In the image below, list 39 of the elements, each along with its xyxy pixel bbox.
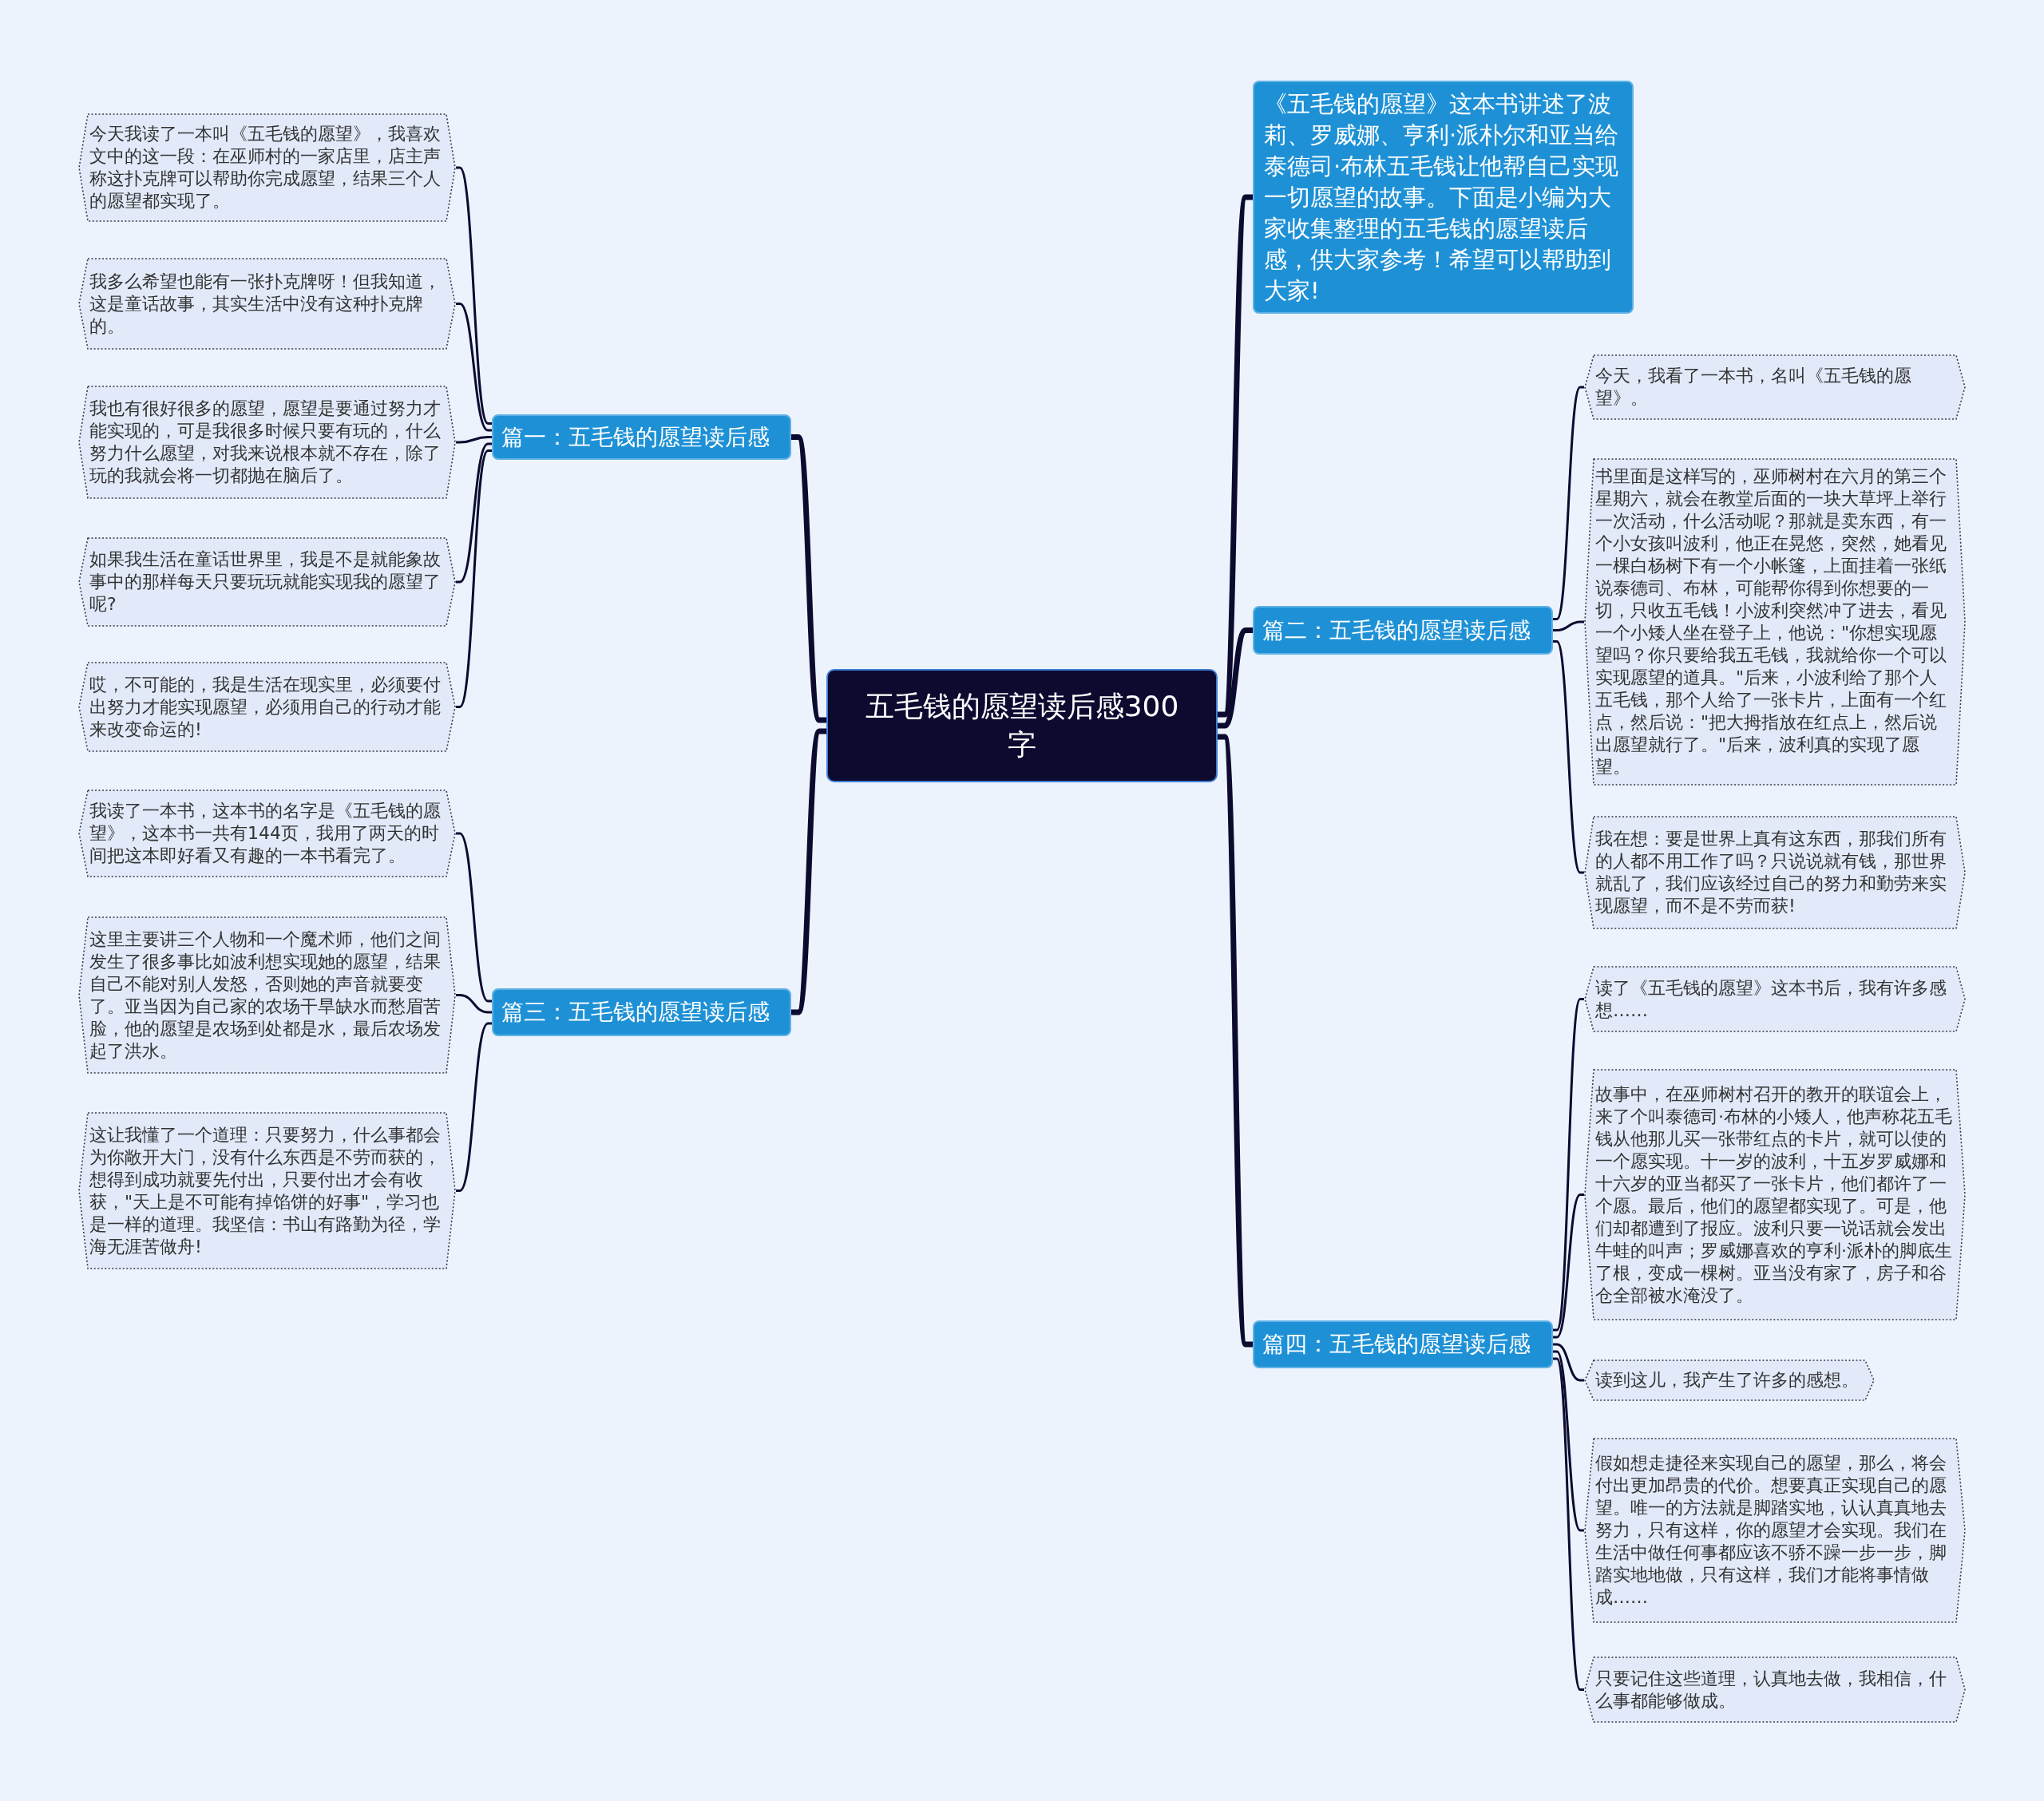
note-box: 如果我生活在童话世界里，我是不是就能象故事中的那样每天只要玩玩就能实现我的愿望了呢? [78,537,456,627]
connector-line [1553,640,1584,874]
connector-line [456,303,492,432]
summary-box: 《五毛钱的愿望》这本书讲述了波莉、罗威娜、亨利·派朴尔和亚当给泰德司·布林五毛钱让他帮自己实现一切愿望的故事。下面是小编为大家收集整理的五毛钱的愿望读后感，供大家参考！希望可以帮助到大家! [1253,81,1634,314]
topic-box: 篇四：五毛钱的愿望读后感 [1253,1320,1553,1368]
note-box: 哎，不可能的，我是生活在现实里，必须要付出努力才能实现愿望，必须用自己的行动才能来改变命运的! [78,662,456,752]
topic-box: 篇三：五毛钱的愿望读后感 [492,988,791,1036]
note-box: 我多么希望也能有一张扑克牌呀！但我知道，这是童话故事，其实生活中没有这种扑克牌的。 [78,258,456,350]
connector-line [1553,620,1584,631]
connector-line [1553,1357,1584,1691]
connector-line [1553,1193,1584,1339]
connector-line [456,436,492,444]
connector-line [1553,1350,1584,1532]
connector-line [456,1022,492,1192]
note-box: 故事中，在巫师树村召开的教开的联谊会上，来了个叫泰德司·布林的小矮人，他声称花五毛钱从他那儿买一张带红点的卡片，就可以使的一个愿实现。十一岁的波利，十五岁罗威娜和十六岁的亚当都买了一张卡片，他们都许了一个愿。最后，他们的愿望都实现了。可是，他们却都遭到了报应。波利只要一说话就会发出牛蛙的叫声；罗威娜喜欢的亨利·派朴的脚底生了根，变成一棵树。亚当没有家了，房子和谷仓全部被水淹没了。 [1584,1069,1966,1320]
note-box: 我也有很好很多的愿望，愿望是要通过努力才能实现的，可是我很多时候只要有玩的，什么努力什么愿望，对我来说根本就不存在，除了玩的我就会将一切都抛在脑后了。 [78,386,456,499]
note-box: 这里主要讲三个人物和一个魔术师，他们之间发生了很多事比如波利想实现她的愿望，结果自己不能对别人发怒，否则她的声音就要变了。亚当因为自己家的农场干旱缺水而愁眉苦脸，他的愿望是农场到处都是水，最后农场发起了洪水。 [78,916,456,1074]
note-box: 读到这儿，我产生了许多的感想。 [1584,1360,1875,1401]
topic-box: 篇二：五毛钱的愿望读后感 [1253,606,1553,655]
note-box: 今天我读了一本叫《五毛钱的愿望》，我喜欢文中的这一段：在巫师村的一家店里，店主声称这扑克牌可以帮助你完成愿望，结果三个人的愿望都实现了。 [78,113,456,222]
connector-line [456,449,492,708]
note-box: 我读了一本书，这本书的名字是《五毛钱的愿望》，这本书一共有144页，我用了两天的时间把这本即好看又有趣的一本书看完了。 [78,790,456,877]
note-box: 今天，我看了一本书，名叫《五毛钱的愿望》。 [1584,354,1966,420]
connector-line [456,832,492,1003]
topic-box: 篇一：五毛钱的愿望读后感 [492,414,791,460]
connector-line [1553,998,1584,1332]
note-box: 只要记住这些道理，认真地去做，我相信，什么事都能够做成。 [1584,1657,1966,1723]
connector-line [456,166,492,425]
connector-line [1553,386,1584,620]
central-topic-box: 五毛钱的愿望读后感300字 [826,669,1218,782]
note-box: 假如想走捷径来实现自己的愿望，那么，将会付出更加昂贵的代价。想要真正实现自己的愿望。唯一的方法就是脚踏实地，认认真真地去努力，只有这样，你的愿望才会实现。我们在生活中做任何事都应该不骄不躁一步一步，脚踏实地地做，只有这样，我们才能将事情做成…… [1584,1438,1966,1623]
note-box: 我在想：要是世界上真有这东西，那我们所有的人都不用工作了吗？只说说就有钱，那世界就乱了，我们应该经过自己的努力和勤劳来实现愿望，而不是不劳而获! [1584,816,1966,929]
note-box: 这让我懂了一个道理：只要努力，什么事都会为你敞开大门，没有什么东西是不劳而获的，想得到成功就要先付出，只要付出才会有收获，"天上是不可能有掉馅饼的好事"，学习也是一样的道理。我坚信：书山有路勤为径，学海无涯苦做舟! [78,1112,456,1269]
connector-line [456,994,492,1014]
connector-line [1218,627,1253,729]
connector-line [1553,1343,1584,1382]
note-box: 读了《五毛钱的愿望》这本书后，我有许多感想…… [1584,966,1966,1032]
note-box: 书里面是这样写的，巫师树村在六月的第三个星期六，就会在教堂后面的一块大草坪上举行一次活动，什么活动呢？那就是卖东西，有一个小女孩叫波利，他正在晃悠，突然，她看见一棵白杨树下有一个小帐篷，上面挂着一张纸说泰德司、布林，可能帮你得到你想要的一切，只收五毛钱！小波利突然冲了进去，看见一个小矮人坐在登子上，他说："你想实现愿望吗？你只要给我五毛钱，我就给你一个可以实现愿望的道具。"后来，小波利给了那个人五毛钱，那个人给了一张卡片，上面有一个红点，然后说："把大拇指放在红点上，然后说出愿望就行了。"后来，波利真的实现了愿望。 [1584,458,1966,786]
connector-line [456,442,492,584]
